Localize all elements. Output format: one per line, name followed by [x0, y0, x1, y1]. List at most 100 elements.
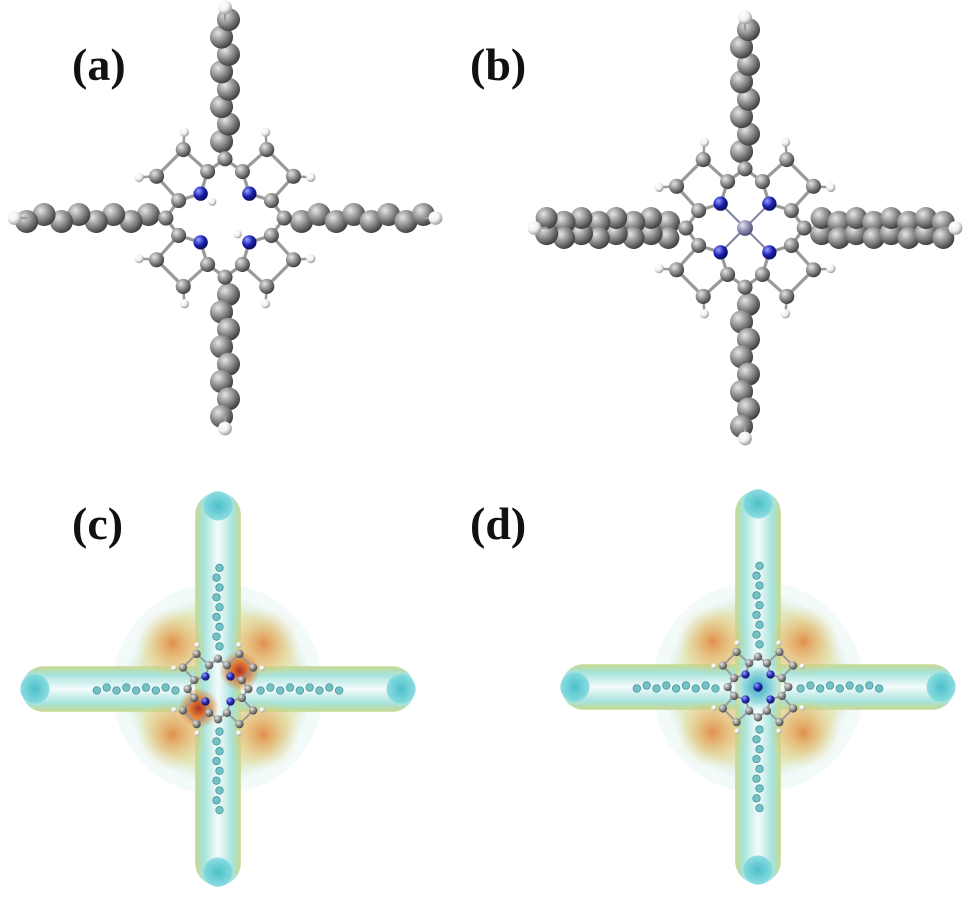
- arm-atom: [215, 642, 224, 651]
- carbon-atom: [248, 706, 258, 715]
- carbon-atom: [753, 652, 763, 661]
- carbon-atom: [158, 210, 174, 226]
- carbon-atom: [190, 675, 199, 685]
- nitrogen-atom: [713, 196, 728, 211]
- carbon-atom: [244, 684, 253, 694]
- carbon-atom: [827, 227, 850, 249]
- carbon-atom: [213, 654, 223, 663]
- carbon-atom: [777, 673, 786, 683]
- hydrogen-atom: [306, 253, 316, 264]
- carbon-atom: [880, 207, 903, 229]
- hydrogen-atom: [799, 663, 805, 669]
- arm-atom: [691, 684, 700, 693]
- carbon-atom: [259, 142, 275, 158]
- arm-atom: [835, 684, 844, 693]
- carbon-atom: [729, 70, 754, 94]
- carbon-atom: [736, 293, 761, 317]
- arm-atom: [215, 583, 224, 592]
- hydrogen-atom: [134, 253, 144, 264]
- arm-atom: [256, 686, 265, 695]
- panel-label-a: (a): [72, 39, 126, 90]
- carbon-atom: [796, 220, 812, 236]
- carbon-atom: [669, 262, 685, 278]
- carbon-atom: [175, 278, 191, 294]
- carbon-atom: [119, 209, 143, 234]
- molecule-structure-b: [527, 10, 963, 446]
- nitrogen-atom: [201, 672, 210, 681]
- arm-atom: [681, 681, 691, 690]
- hydrogen-atom: [233, 230, 242, 239]
- molecule-structure-a: [7, 0, 443, 436]
- carbon-atom: [552, 210, 576, 234]
- panel-label-c: (c): [72, 498, 124, 549]
- arm-atom: [755, 803, 764, 813]
- carbon-atom: [783, 203, 799, 219]
- arm-atom: [755, 640, 764, 649]
- arm-atom: [285, 683, 295, 692]
- carbon-atom: [827, 210, 851, 234]
- carbon-atom: [730, 673, 739, 683]
- hydrogen-atom: [194, 642, 200, 648]
- carbon-atom: [737, 279, 753, 295]
- arm-atom: [845, 681, 854, 690]
- hydrogen-atom: [236, 642, 242, 648]
- carbon-atom: [285, 252, 301, 268]
- nitrogen-atom: [193, 235, 208, 250]
- arm-atom: [212, 593, 221, 602]
- carbon-atom: [276, 210, 292, 226]
- carbon-atom: [736, 397, 761, 421]
- carbon-atom: [691, 237, 707, 253]
- arm-atom: [701, 681, 710, 690]
- hydrogen-atom: [780, 137, 791, 147]
- carbon-atom: [640, 207, 663, 229]
- hydrogen-atom: [948, 221, 963, 235]
- hydrogen-atom: [259, 707, 265, 713]
- carbon-atom: [377, 202, 401, 227]
- carbon-atom: [204, 708, 214, 717]
- carbon-atom: [879, 222, 903, 246]
- carbon-atom: [32, 202, 56, 227]
- carbon-atom: [171, 193, 187, 209]
- carbon-atom: [178, 663, 188, 672]
- carbon-atom: [783, 237, 799, 253]
- carbon-atom: [587, 227, 610, 249]
- carbon-atom: [718, 661, 728, 670]
- carbon-atom: [656, 210, 680, 234]
- nitrogen-atom: [226, 697, 235, 706]
- hydrogen-atom: [654, 263, 664, 274]
- esp-arm-tip: [926, 672, 956, 702]
- arm-atom: [215, 727, 224, 736]
- carbon-atom: [149, 252, 165, 268]
- carbon-atom: [234, 164, 250, 180]
- carbon-atom: [149, 168, 165, 184]
- carbon-atom: [845, 207, 868, 229]
- arm-atom: [755, 784, 764, 793]
- hydrogen-atom: [218, 0, 232, 15]
- arm-atom: [874, 684, 884, 693]
- carbon-atom: [639, 222, 663, 246]
- esp-arm-vertical: [195, 492, 241, 886]
- carbon-atom: [754, 174, 770, 190]
- arm-atom: [171, 686, 180, 695]
- hydrogen-atom: [654, 182, 664, 193]
- nitrogen-atom: [762, 196, 777, 211]
- carbon-atom: [248, 663, 258, 672]
- metal-atom: [737, 220, 753, 236]
- carbon-atom: [897, 227, 920, 249]
- carbon-atom: [678, 220, 694, 236]
- arm-atom: [215, 603, 224, 612]
- carbon-atom: [723, 682, 732, 692]
- hydrogen-atom: [711, 705, 717, 711]
- carbon-atom: [669, 178, 685, 194]
- hydrogen-atom: [208, 197, 217, 206]
- hydrogen-atom: [734, 728, 740, 734]
- carbon-atom: [171, 227, 187, 243]
- carbon-atom: [209, 25, 234, 49]
- arm-atom: [215, 766, 224, 775]
- hydrogen-atom: [826, 182, 836, 193]
- hydrogen-atom: [780, 309, 791, 319]
- esp-arm-tip: [743, 855, 773, 885]
- molecule: [7, 0, 443, 436]
- carbon-atom: [235, 719, 244, 729]
- carbon-atom: [779, 152, 795, 168]
